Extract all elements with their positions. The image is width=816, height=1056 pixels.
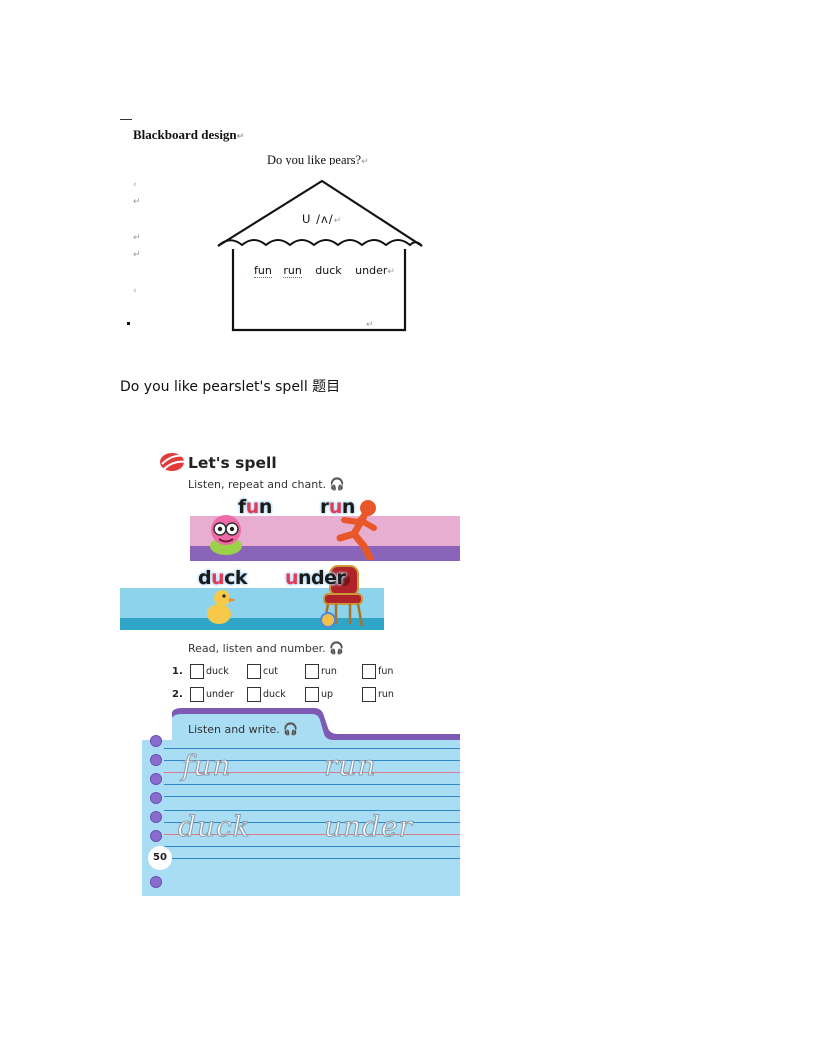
ruled-line [164, 846, 460, 847]
write-word-run: run [323, 749, 377, 783]
chant-word-fun: fun [238, 496, 272, 518]
ruled-line [164, 760, 460, 761]
bullet-mark [127, 322, 130, 325]
textbook-page: Let's spell Listen, repeat and chant. 🎧 … [120, 412, 460, 896]
write-word-duck: duck [178, 810, 251, 844]
chant-word-under: under [285, 567, 346, 589]
section-title: Let's spell [188, 454, 277, 472]
blackboard-title: Do you like pears?↵ [267, 153, 369, 167]
option-run[interactable]: run [362, 687, 394, 702]
word-under: under [355, 264, 388, 277]
option-under[interactable]: under [190, 687, 234, 702]
option-fun[interactable]: fun [362, 664, 393, 679]
instruction-chant: Listen, repeat and chant. 🎧 [188, 477, 345, 491]
blackboard-heading: Blackboard design↵ [133, 127, 245, 142]
paragraph-mark: ↵ [133, 197, 141, 207]
paragraph-mark: ↵ [366, 320, 374, 330]
binder-hole [150, 773, 162, 785]
ruled-line [164, 858, 460, 859]
paragraph-mark: ↵ [133, 250, 141, 260]
word-run: run [283, 264, 302, 278]
chant-band-blue-dark [120, 618, 384, 630]
binder-hole [150, 876, 162, 888]
option-up[interactable]: up [305, 687, 333, 702]
spell-logo-icon [160, 453, 187, 471]
page-number: 50 [153, 852, 167, 863]
binder-hole [150, 754, 162, 766]
ruled-line [164, 822, 460, 823]
checkbox[interactable] [305, 687, 319, 702]
checkbox[interactable] [247, 687, 261, 702]
option-run[interactable]: run [305, 664, 337, 679]
headphones-icon[interactable]: 🎧 [283, 722, 299, 736]
option-duck[interactable]: duck [247, 687, 286, 702]
binder-hole [150, 735, 162, 747]
option-cut[interactable]: cut [247, 664, 278, 679]
blackboard-words: fun run duck under↵ [254, 264, 395, 278]
phonics-label: U /ʌ/↵ [302, 212, 343, 226]
word-fun: fun [254, 264, 272, 278]
ruled-line [164, 772, 460, 773]
checkbox[interactable] [190, 687, 204, 702]
runner-illustration [336, 500, 377, 560]
creature-illustration [210, 515, 242, 555]
paragraph-mark: ‹ [133, 286, 137, 296]
word-duck: duck [315, 264, 342, 277]
checkbox[interactable] [190, 664, 204, 679]
ruled-line [164, 810, 460, 811]
checkbox[interactable] [305, 664, 319, 679]
option-duck[interactable]: duck [190, 664, 229, 679]
paragraph-mark: ↵ [333, 216, 343, 226]
ruled-line [164, 784, 460, 785]
house-roof [217, 179, 423, 247]
page-number-badge [148, 846, 172, 870]
paragraph-mark: ↵ [361, 157, 369, 167]
top-rule [120, 119, 132, 120]
paragraph-mark: ↵ [387, 267, 395, 277]
checkbox[interactable] [247, 664, 261, 679]
paragraph-mark: ↵ [236, 132, 245, 142]
paragraph-mark: ‹ [133, 180, 137, 190]
checkbox[interactable] [362, 664, 376, 679]
headphones-icon[interactable]: 🎧 [329, 641, 345, 655]
house-eave [217, 239, 423, 247]
paragraph-mark: ↵ [133, 233, 141, 243]
notebook-tab [172, 708, 460, 742]
instruction-write: Listen and write. 🎧 [188, 722, 299, 736]
notebook-body [142, 740, 460, 896]
write-word-fun: fun [181, 749, 232, 783]
ruled-line [164, 834, 460, 835]
chant-word-run: run [320, 496, 355, 518]
binder-hole [150, 830, 162, 842]
chair-illustration [320, 565, 364, 628]
headphones-icon[interactable]: 🎧 [329, 477, 345, 491]
duck-illustration [207, 590, 236, 624]
house-walls [231, 249, 407, 332]
binder-hole [150, 792, 162, 804]
instruction-number: Read, listen and number. 🎧 [188, 641, 345, 655]
binder-hole [150, 811, 162, 823]
ruled-line [164, 748, 460, 749]
ruled-line [164, 796, 460, 797]
chant-word-duck: duck [198, 567, 248, 589]
chant-band-purple [190, 546, 460, 561]
checkbox[interactable] [362, 687, 376, 702]
house-diagram [196, 165, 440, 345]
write-word-under: under [324, 810, 413, 844]
caption: Do you like pearslet's spell 题目 [120, 379, 341, 395]
